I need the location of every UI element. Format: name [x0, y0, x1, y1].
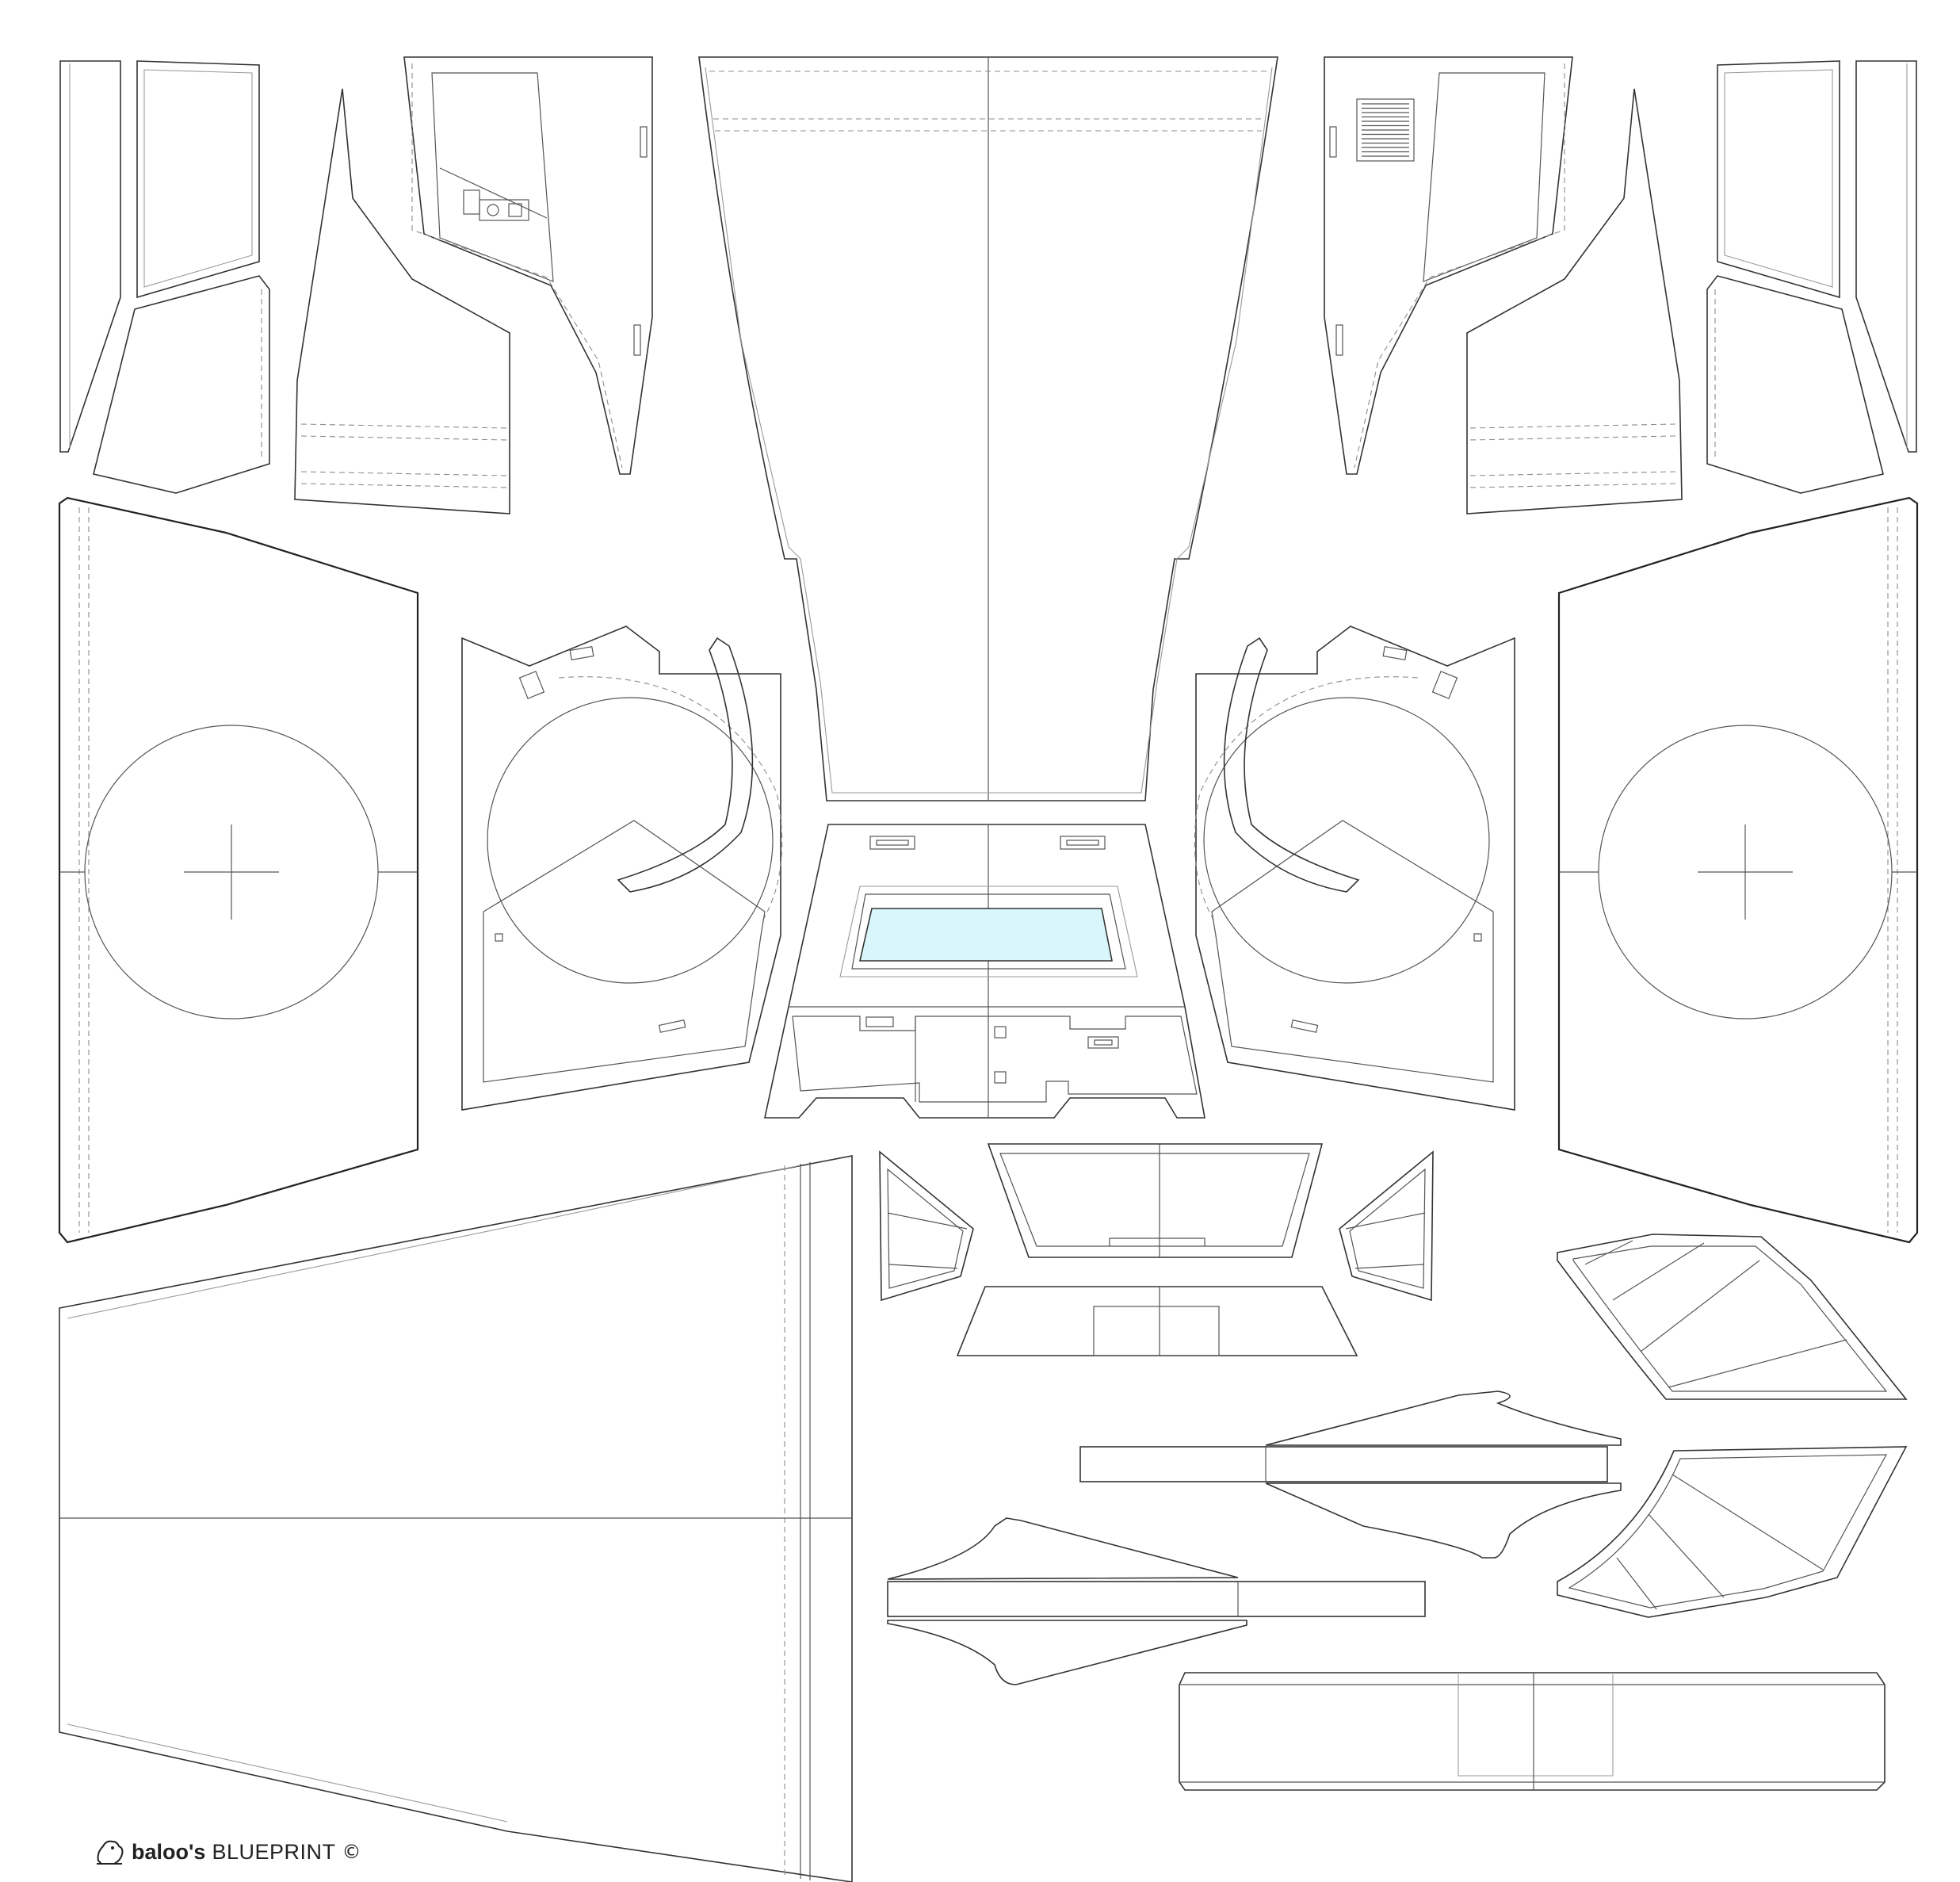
part-left-tall-fin: [294, 88, 510, 514]
brand-watermark: baloo's BLUEPRINT ©: [94, 1836, 361, 1868]
part-small-wing-right: [1339, 1150, 1434, 1302]
part-right-disc-panel: [1557, 496, 1919, 1244]
brand-name: baloo's: [132, 1839, 206, 1864]
part-bottom-hull-large: [59, 1155, 853, 1882]
part-right-upper-panel: [1717, 60, 1840, 299]
part-right-lower-panel: [1706, 275, 1884, 494]
bear-logo-icon: [97, 1840, 124, 1865]
part-left-upper-panel: [136, 60, 260, 299]
part-left-thin-strip: [59, 60, 121, 453]
part-small-wing-left: [879, 1150, 974, 1302]
switch-panel-icon: [463, 189, 529, 221]
brand-wordmark: BLUEPRINT: [212, 1839, 336, 1864]
part-left-hatch-panel: [403, 56, 653, 475]
vent-grille-icon: [1356, 98, 1415, 162]
part-right-tall-fin: [1466, 88, 1683, 514]
part-cockpit-base: [764, 824, 1205, 1119]
part-right-engine-mount: [1194, 625, 1515, 1111]
part-left-lower-panel: [93, 275, 270, 494]
part-beam-upper: [1079, 1390, 1622, 1559]
part-center-trapezoid: [956, 1286, 1358, 1356]
part-fan-upper: [1557, 1234, 1908, 1400]
part-left-engine-mount: [461, 625, 783, 1111]
part-right-hatch-panel: [1324, 56, 1573, 475]
copyright-mark: ©: [342, 1841, 361, 1863]
part-center-hull-top: [698, 56, 1278, 801]
part-left-disc-panel: [58, 496, 419, 1244]
part-center-tray: [987, 1143, 1324, 1258]
part-fan-lower: [1557, 1446, 1908, 1618]
part-right-thin-strip: [1855, 60, 1917, 453]
part-beam-lower: [887, 1517, 1426, 1685]
part-bottom-box: [1179, 1672, 1885, 1791]
